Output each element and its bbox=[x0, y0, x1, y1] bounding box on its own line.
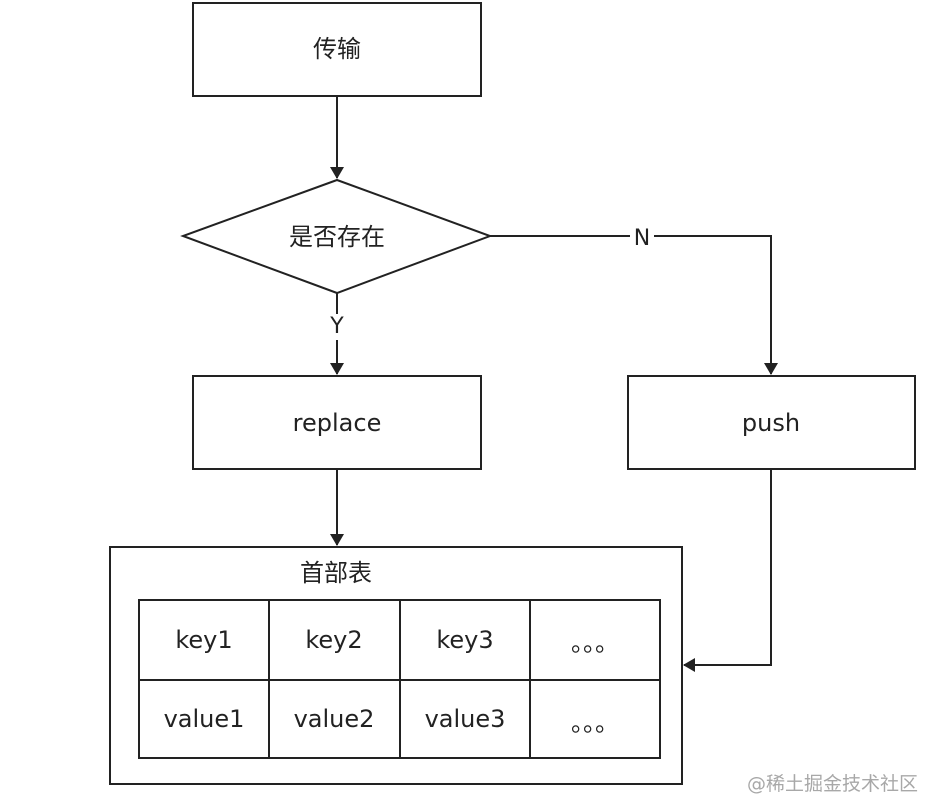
table-cell-value-4: 。。。 bbox=[571, 709, 619, 737]
node-exists-label: 是否存在 bbox=[289, 223, 385, 251]
node-transfer-label: 传输 bbox=[313, 35, 361, 63]
node-replace-label: replace bbox=[293, 409, 382, 437]
node-push bbox=[627, 375, 916, 470]
no-label-bg bbox=[630, 224, 654, 250]
yes-label-bg bbox=[325, 314, 349, 340]
edge-push-to-table bbox=[683, 469, 772, 672]
table-cell-value-1: value1 bbox=[164, 705, 245, 733]
table-cell-key-1: key1 bbox=[175, 626, 232, 654]
table-cell-value-2: value2 bbox=[294, 705, 375, 733]
table-cell-key-3: key3 bbox=[436, 626, 493, 654]
node-transfer bbox=[192, 2, 482, 97]
node-replace bbox=[192, 375, 482, 470]
node-push-label: push bbox=[742, 409, 800, 437]
table-cell-value-3: value3 bbox=[425, 705, 506, 733]
table-cell-key-2: key2 bbox=[305, 626, 362, 654]
node-exists-diamond bbox=[180, 178, 493, 295]
edge-no-label: N bbox=[634, 226, 650, 251]
header-table-title: 首部表 bbox=[300, 559, 372, 587]
edge-exists-to-push bbox=[490, 235, 778, 375]
edge-yes-label: Y bbox=[329, 314, 344, 339]
watermark: @稀土掘金技术社区 bbox=[747, 773, 918, 795]
table-cell-key-4: 。。。 bbox=[571, 629, 619, 657]
header-table-grid: key1 key2 key3 。。。 value1 value2 value3 … bbox=[138, 599, 661, 759]
